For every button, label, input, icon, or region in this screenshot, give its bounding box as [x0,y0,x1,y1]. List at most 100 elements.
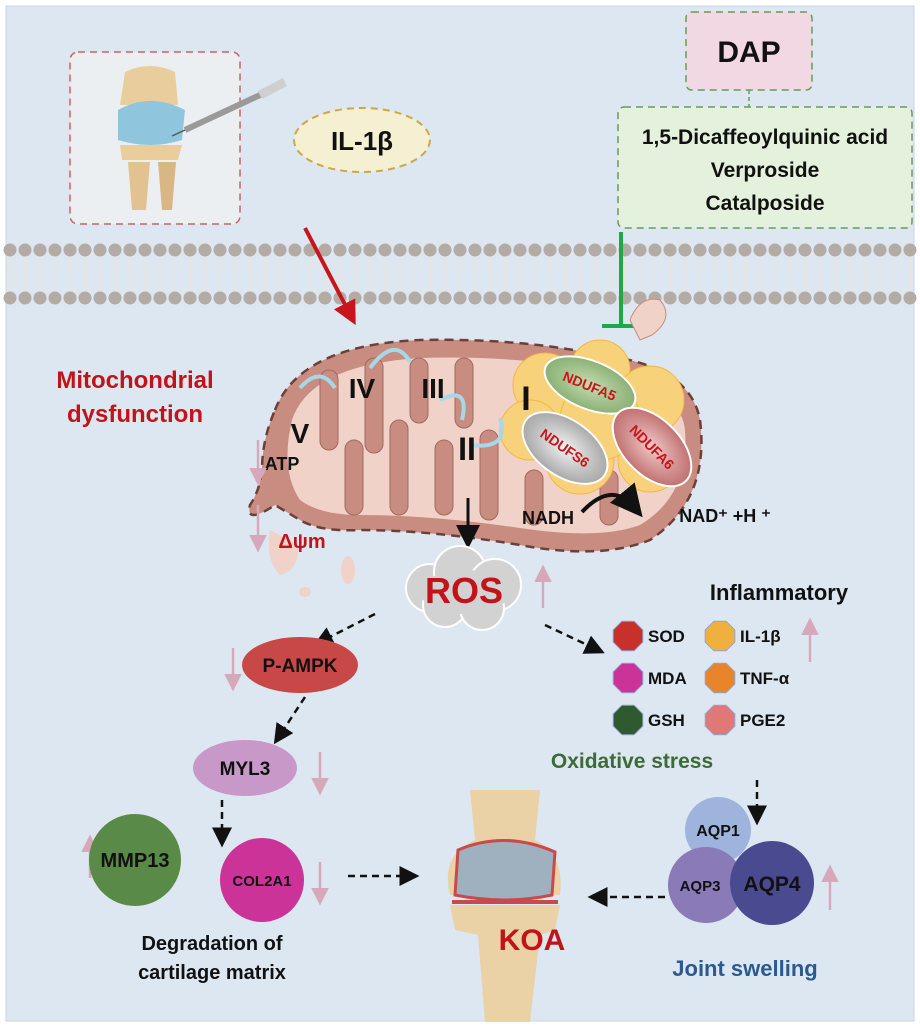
lipid-head [408,291,422,305]
membrane-potential-label: Δψm [278,531,325,553]
ndufs6-ellipse [521,411,609,485]
inflammatory-marker-0-label: IL-1β [740,627,781,646]
dap-label: DAP [717,36,780,69]
lipid-head [903,291,917,305]
lipid-head [888,243,902,257]
inflammatory-title: Inflammatory [710,580,849,605]
lipid-head [438,243,452,257]
lipid-head [153,291,167,305]
lipid-head [183,243,197,257]
oxidative-marker-1-label: MDA [648,669,687,688]
lipid-head [873,243,887,257]
lipid-head [678,243,692,257]
lipid-head [513,291,527,305]
lipid-head [138,243,152,257]
ros-label: ROS [425,570,503,611]
lipid-head [843,243,857,257]
lipid-head [783,243,797,257]
knee-injection-illustration [69,51,288,225]
il1b-stimulus-label: IL-1β [331,126,393,156]
lipid-head [603,291,617,305]
lipid-head [678,291,692,305]
lipid-head [498,291,512,305]
lipid-head [48,291,62,305]
lipid-head [693,291,707,305]
mmp13-node [89,814,181,906]
oxidative-stress-title: Oxidative stress [551,750,713,773]
lipid-head [78,243,92,257]
inflammatory-marker-1-label: TNF-α [740,669,790,688]
nad-label: NAD⁺ +H ⁺ [679,506,771,526]
lipid-head [333,243,347,257]
oxidative-marker-1-octagon [612,662,644,694]
compound-3: Catalposide [705,192,824,215]
lipid-head [453,291,467,305]
aqp3-node [668,847,744,923]
lipid-head [768,243,782,257]
lipid-head [543,243,557,257]
oxidative-marker-2-label: GSH [648,711,685,730]
lipid-head [93,243,107,257]
cell-membrane [3,243,917,305]
lipid-head [723,291,737,305]
p-ampk-node [242,637,358,693]
koa-knee-illustration [447,790,561,1022]
lipid-head [78,291,92,305]
lipid-head [273,291,287,305]
lipid-head [483,243,497,257]
p-ampk-to-myl3-arrow [273,696,307,745]
lipid-head [558,291,572,305]
lipid-head [753,243,767,257]
lipid-head [33,291,47,305]
nadh-label: NADH [522,508,574,528]
lipid-head [738,243,752,257]
lipid-head [513,243,527,257]
lipid-head [213,243,227,257]
lipid-head [558,243,572,257]
lipid-head [18,243,32,257]
lipid-head [633,291,647,305]
lipid-head [183,291,197,305]
inflammatory-marker-2-octagon [704,704,736,736]
lipid-head [858,291,872,305]
lipid-head [108,243,122,257]
lipid-head [348,291,362,305]
aqp3-label: AQP3 [680,878,721,895]
lipid-head [708,243,722,257]
cartilage-caption-2: cartilage matrix [138,962,286,984]
lipid-head [258,243,272,257]
myl3-label: MYL3 [220,759,271,780]
compounds-box [617,106,913,229]
p-ampk-label: P-AMPK [263,656,338,677]
lipid-head [828,291,842,305]
lipid-head [903,243,917,257]
oxidative-marker-0-octagon [612,620,644,652]
mmp13-label: MMP13 [101,850,170,872]
complex-v-label: V [291,418,310,449]
mitochondrial-dysfunction-title-1: Mitochondrial [56,367,213,394]
lipid-head [363,291,377,305]
lipid-head [213,291,227,305]
lipid-head [228,243,242,257]
joint-swelling-caption: Joint swelling [672,956,817,981]
nadh-conversion-arrow [580,482,643,518]
lipid-head [528,243,542,257]
lipid-head [63,291,77,305]
lipid-head [468,291,482,305]
compound-1: 1,5-Dicaffeoylquinic acid [642,126,888,149]
complex-i-label: I [521,380,530,418]
lipid-head [453,243,467,257]
lipid-head [423,243,437,257]
lipid-head [168,291,182,305]
lipid-head [438,291,452,305]
lipid-head [348,243,362,257]
lipid-head [63,243,77,257]
lipid-head [528,291,542,305]
inflammatory-marker-2-label: PGE2 [740,711,785,730]
lipid-head [633,243,647,257]
lipid-head [3,243,17,257]
lipid-head [813,291,827,305]
atp-label: ATP [265,454,300,474]
